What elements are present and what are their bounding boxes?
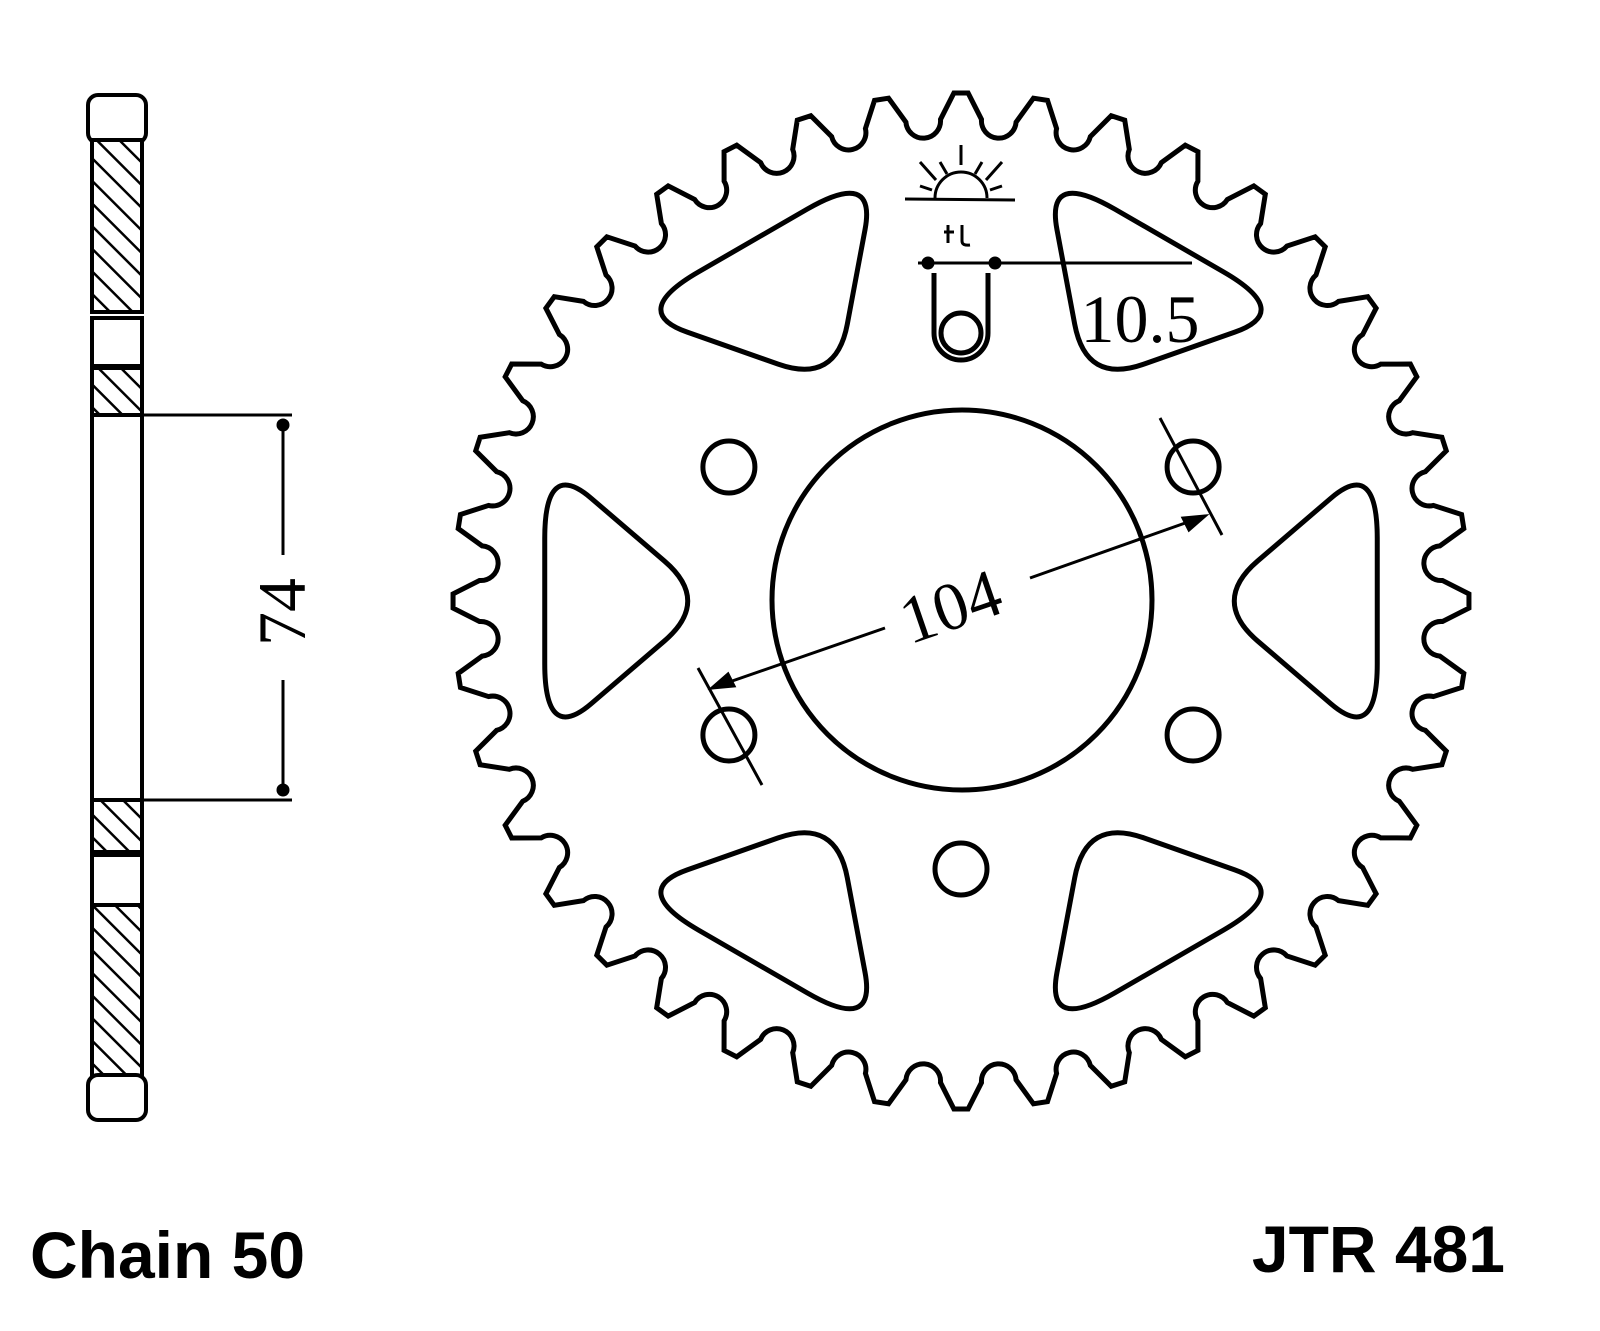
offset-label: 74 [244,578,320,646]
side-hatch-3 [90,798,144,854]
jt-logo-icon [904,145,1016,247]
bolt-hole [932,840,990,898]
bolt-circle-dimension [696,417,1224,786]
bolt-hole [1164,438,1222,496]
side-hatch-2 [90,366,144,417]
bolt-hole-slot [931,273,991,363]
side-hub [90,413,144,802]
bolt-hole [700,438,758,496]
side-gap-1 [90,316,144,368]
lightening-window [1053,830,1264,1012]
bolt-hole [1164,706,1222,764]
part-number: JTR 481 [1252,1212,1505,1286]
bolt-hole [938,310,984,356]
side-gap-2 [90,853,144,907]
hub-bore [769,407,1155,793]
lightening-window [658,190,869,372]
side-hatch-4 [90,903,144,1079]
bolt-hole [700,706,758,764]
lightening-window [658,830,869,1012]
lightening-window [1231,482,1380,720]
bolt-hole-dimension [918,256,1192,270]
lightening-window [1053,190,1264,372]
lightening-window [542,482,691,720]
offset-dimension [142,413,292,802]
bolt-circle-label: 104 [890,554,1011,659]
chain-label: Chain 50 [30,1218,305,1292]
side-cap-bottom [86,1073,148,1122]
side-view [86,93,148,1122]
sprocket-outline [450,90,1472,1112]
bolt-hole-label: 10.5 [1081,281,1200,357]
side-hatch-1 [90,138,144,314]
bolt-holes [700,273,1222,898]
side-cap-top [86,93,148,145]
lightening-windows [542,190,1380,1012]
